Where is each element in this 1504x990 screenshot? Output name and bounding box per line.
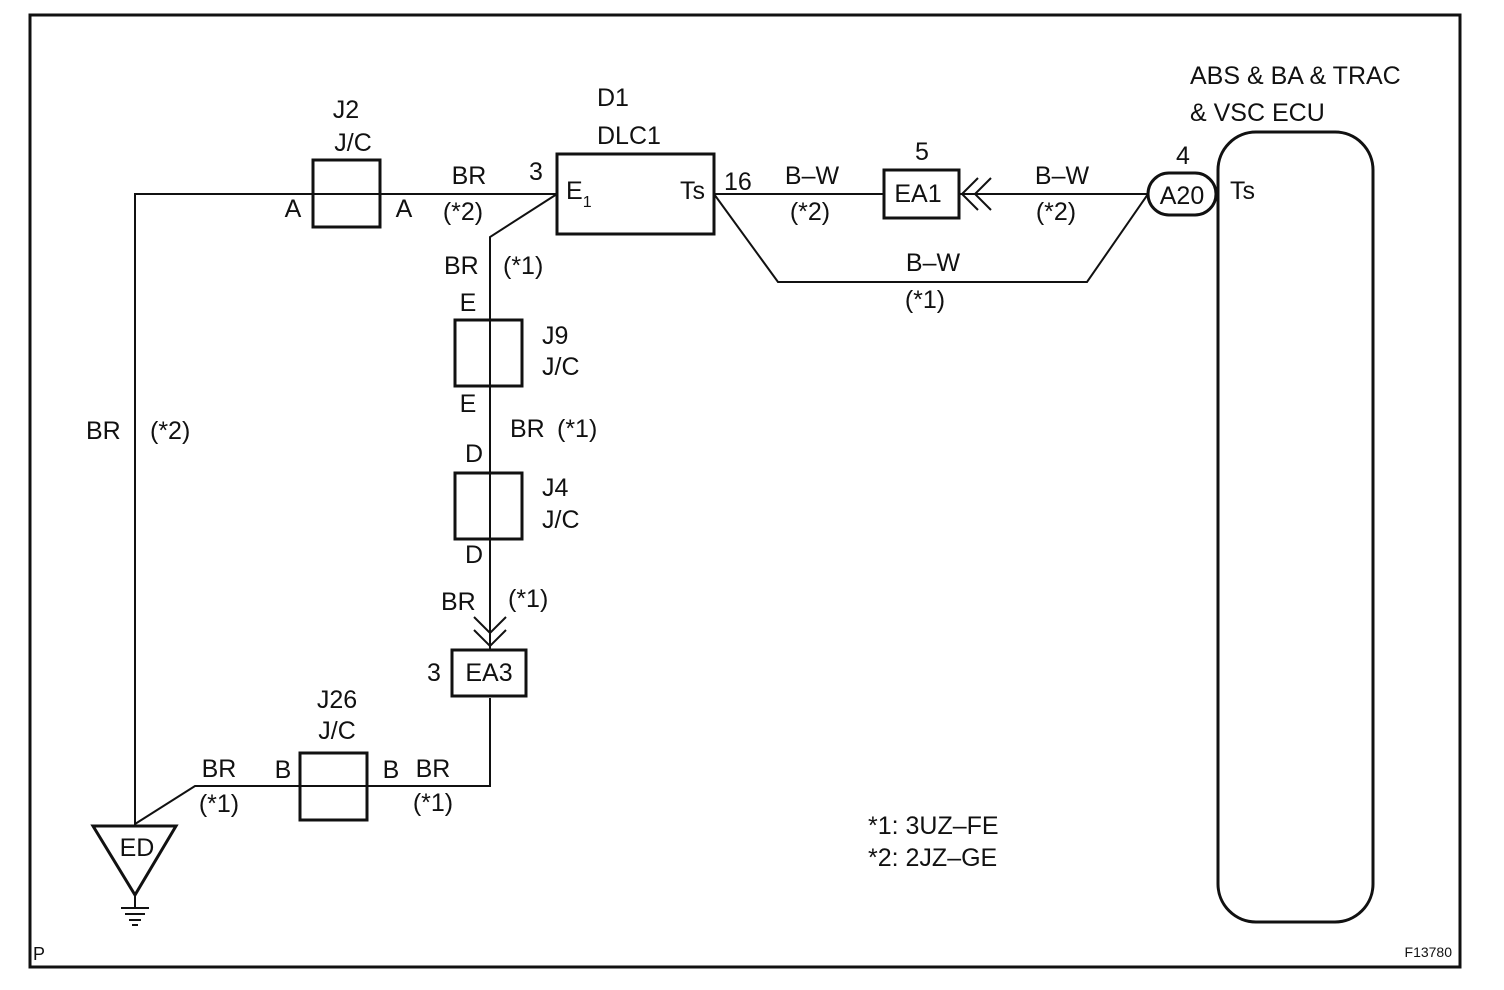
dlc-id: D1: [597, 84, 629, 112]
j4-term-top: D: [465, 440, 483, 468]
corner-mark: P: [33, 944, 45, 964]
j2-id: J2: [333, 96, 359, 124]
wire-dlc-to-j9: [489, 193, 558, 320]
wire-j26-ground-note: (*1): [199, 790, 239, 818]
j9-type: J/C: [542, 353, 580, 381]
j2-term-right: A: [396, 195, 413, 223]
dlc-e1-pin-number: 3: [529, 158, 543, 186]
j4-term-bottom: D: [465, 541, 483, 569]
diagram-frame: [28, 13, 1462, 969]
j2-type: J/C: [334, 129, 372, 157]
figure-id: F13780: [1405, 944, 1453, 960]
j2-term-left: A: [285, 195, 302, 223]
j4-type: J/C: [542, 506, 580, 534]
wire-ea3-j26-color: BR: [416, 755, 451, 783]
wire-bypass-color: B–W: [906, 249, 961, 277]
ea3-pin: 3: [427, 659, 441, 687]
ea1-chevron-outer: [973, 177, 992, 211]
dlc-ts-pin-number: 16: [724, 168, 752, 196]
j9-term-bottom: E: [460, 390, 477, 418]
wire-bypass: [713, 193, 1149, 283]
dlc-ts-pin-name: Ts: [680, 177, 705, 205]
a20-connector: [1146, 171, 1218, 217]
dlc-e1-pin-name: E1: [566, 177, 592, 211]
ecu-pin-number: 4: [1176, 142, 1190, 170]
wire-bypass-note: (*1): [905, 286, 945, 314]
ecu-name-line1: ABS & BA & TRAC: [1190, 62, 1401, 90]
j26-term-left: B: [275, 756, 292, 784]
j4-junction: [453, 471, 524, 541]
ecu-body: [1216, 130, 1375, 924]
j4-id: J4: [542, 474, 569, 502]
ea3-label: EA3: [465, 659, 512, 687]
j9-term-top: E: [460, 289, 477, 317]
dlc1-connector: [555, 152, 716, 236]
wire-ea1-ecu-color: B–W: [1035, 162, 1090, 190]
wire-ground-j2-color: BR: [86, 417, 121, 445]
dlc-name: DLC1: [597, 122, 661, 150]
j9-junction: [453, 318, 524, 388]
j26-id: J26: [317, 686, 357, 714]
ecu-pin-name: Ts: [1230, 177, 1255, 205]
wire-dlc-ea1-note: (*2): [790, 198, 830, 226]
j26-type: J/C: [318, 717, 356, 745]
j26-term-right: B: [383, 756, 400, 784]
ea1-chevron-inner: [960, 177, 979, 211]
wire-dlc-j9-note: (*1): [503, 252, 543, 280]
j9-id: J9: [542, 322, 568, 350]
legend-line-2: *2: 2JZ–GE: [868, 844, 997, 872]
ea3-connector: [450, 648, 528, 698]
wire-dlc-ea1-color: B–W: [785, 162, 840, 190]
wire-ground-to-dlc-e1: [134, 193, 557, 830]
wire-ground-j2-note: (*2): [150, 417, 190, 445]
wire-j2-dlc-note: (*2): [443, 198, 483, 226]
ground-label: ED: [120, 834, 155, 862]
ea3-arrow-inner: [473, 616, 507, 635]
wire-j4-ea3-note: (*1): [508, 585, 548, 613]
wire-ea3-j26-note: (*1): [413, 789, 453, 817]
wire-j9-j4-color: BR: [510, 415, 545, 443]
wire-j2-dlc-color: BR: [452, 162, 487, 190]
legend-line-1: *1: 3UZ–FE: [868, 812, 999, 840]
a20-label: A20: [1160, 182, 1204, 210]
wire-j26-ground-color: BR: [202, 755, 237, 783]
wire-ea1-ecu-note: (*2): [1036, 198, 1076, 226]
wire-j4-ea3-color: BR: [441, 588, 476, 616]
wire-j9-j4-note: (*1): [557, 415, 597, 443]
ea1-label: EA1: [894, 180, 941, 208]
ecu-name-line2: & VSC ECU: [1190, 99, 1325, 127]
ea1-pin: 5: [915, 138, 929, 166]
ground-triangle: [90, 824, 179, 898]
wire-dlc-j9-color: BR: [444, 252, 479, 280]
ea1-connector: [882, 168, 961, 220]
ea3-arrow-outer: [473, 629, 507, 648]
